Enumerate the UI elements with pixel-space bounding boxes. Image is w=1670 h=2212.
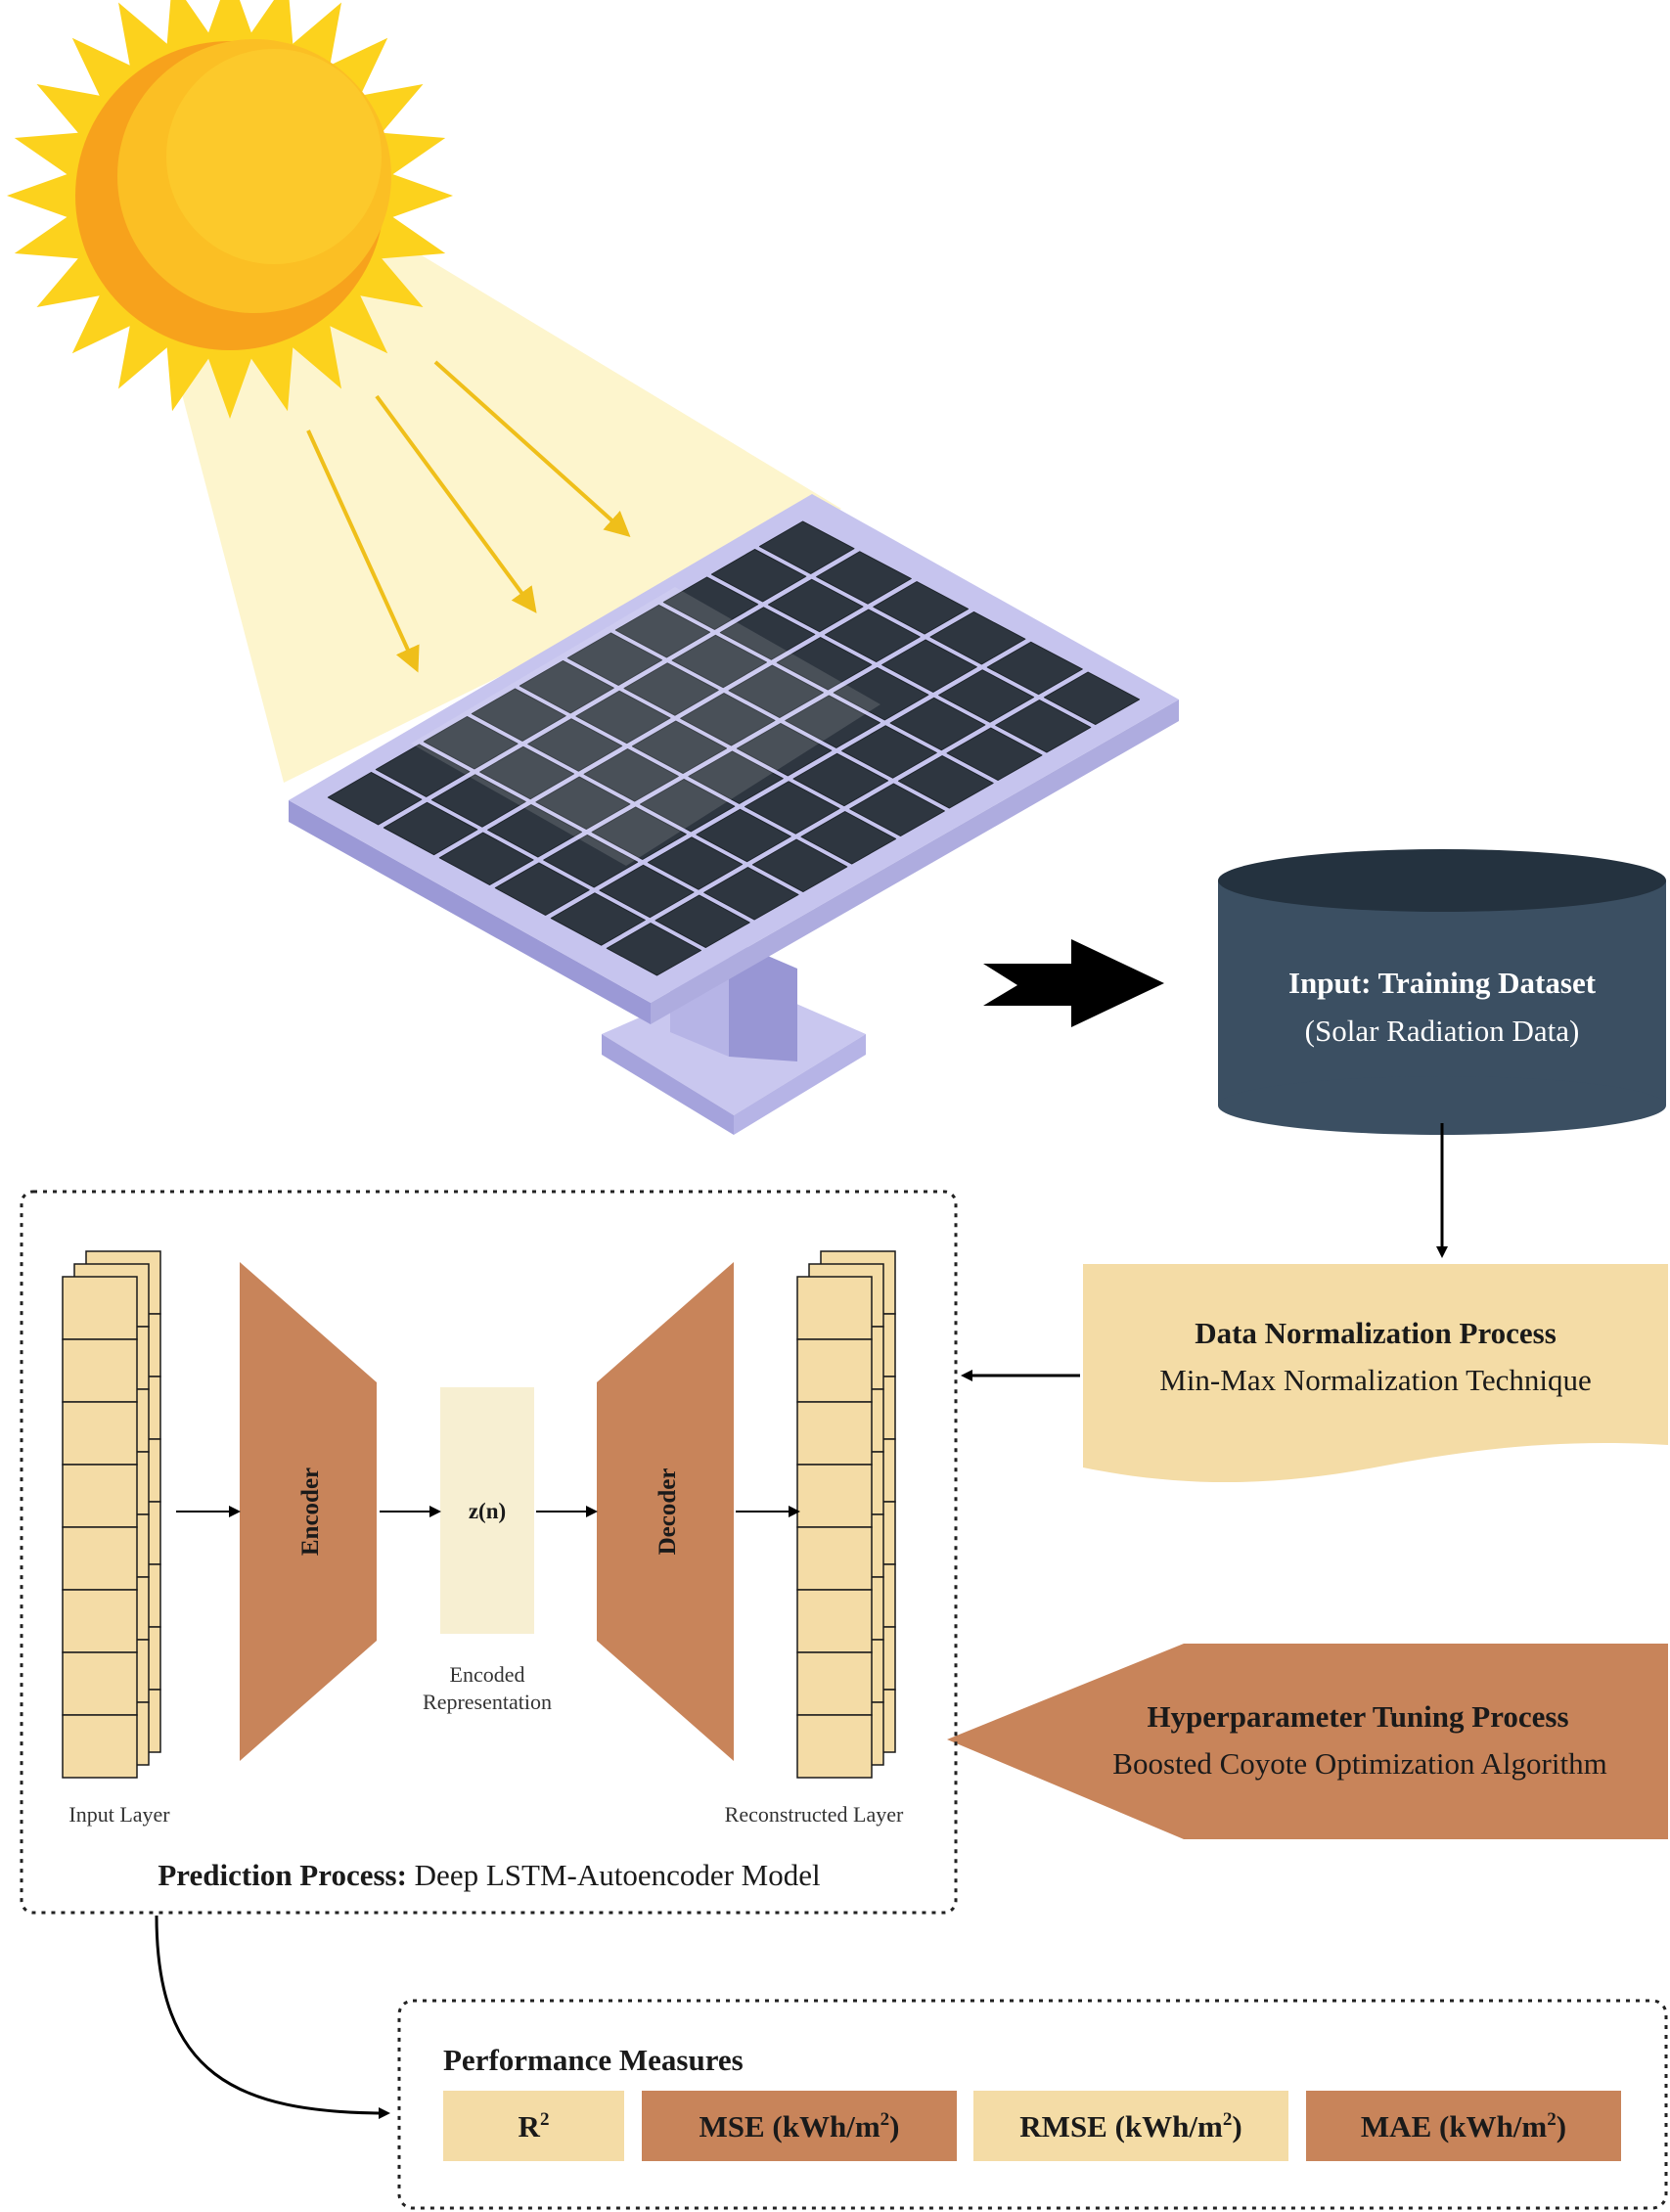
sun-ray-arrow [306,429,420,673]
normalization-title: Data Normalization Process [1195,1316,1557,1350]
latent-label: z(n) [469,1499,506,1523]
normalization-subtitle: Min-Max Normalization Technique [1159,1363,1591,1397]
metric-label: RMSE (kWh/m2) [1019,2109,1241,2144]
sun-icon [7,0,453,419]
hyperparameter-title: Hyperparameter Tuning Process [1147,1699,1568,1734]
training-dataset-cylinder: Input: Training Dataset (Solar Radiation… [1218,849,1666,1135]
input-layer-stack [62,1250,161,1779]
metric-box: RMSE (kWh/m2) [973,2091,1288,2161]
metric-label: MSE (kWh/m2) [700,2109,900,2144]
light-beam [176,196,841,783]
decoder-label: Decoder [654,1468,681,1556]
latent-block [440,1387,534,1634]
performance-panel: Performance Measures R2 MSE (kWh/m2) RMSE … [397,1999,1668,2210]
dataset-title: Input: Training Dataset [1288,966,1597,1000]
metric-box: MAE (kWh/m2) [1306,2091,1621,2161]
hyperparameter-tuning-box: Hyperparameter Tuning Process Boosted Co… [947,1644,1668,1839]
data-normalization-box: Data Normalization Process Min-Max Norma… [1083,1264,1668,1483]
hyperparameter-subtitle: Boosted Coyote Optimization Algorithm [1112,1746,1606,1781]
reconstructed-layer-label: Reconstructed Layer [725,1802,904,1827]
model-caption: Prediction Process: Deep LSTM-Autoencode… [158,1858,820,1892]
prediction-model-panel: Encoder z(n) Encoded Representation Deco… [20,1190,958,1915]
sun-ray-arrow [433,360,631,538]
sun-ray-arrow [375,394,537,613]
metric-label: MAE (kWh/m2) [1361,2109,1566,2144]
metric-label: R2 [519,2109,550,2144]
solar-panel-icon [289,494,1179,1135]
performance-title: Performance Measures [443,2043,744,2077]
latent-caption: Representation [423,1690,552,1714]
decoder-block [597,1262,734,1761]
dataset-subtitle: (Solar Radiation Data) [1305,1014,1580,1048]
metric-box: R2 [443,2091,624,2161]
encoder-block [240,1262,377,1761]
reconstructed-layer-stack [796,1250,896,1779]
encoder-label: Encoder [297,1467,324,1556]
arrow-model-to-performance [155,1915,390,2119]
metric-box: MSE (kWh/m2) [642,2091,957,2161]
flow-arrow-icon [983,939,1164,1027]
latent-caption: Encoded [450,1662,525,1687]
input-layer-label: Input Layer [68,1802,170,1827]
